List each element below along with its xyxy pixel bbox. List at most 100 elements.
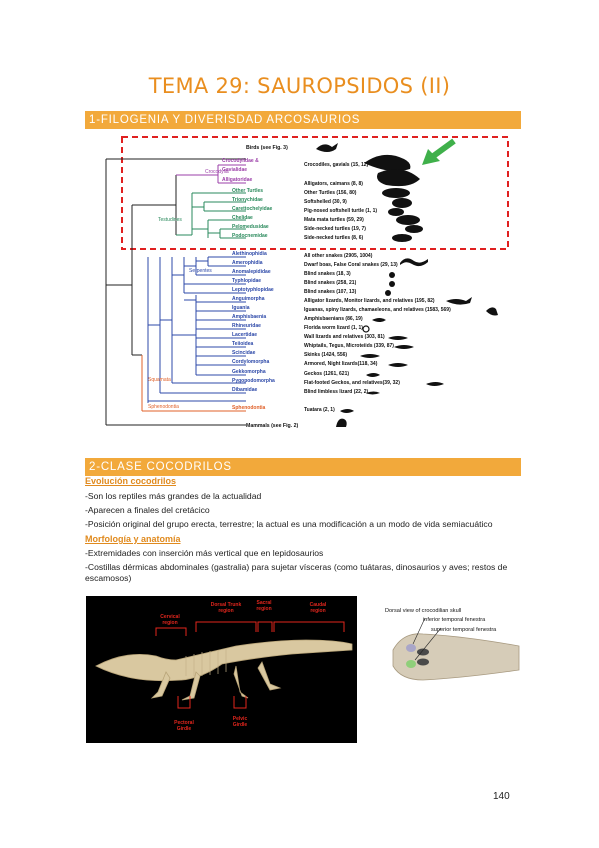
tuatara-silhouette-icon (340, 409, 354, 413)
leaf-label: Iguanas, spiny lizards, chamaeleons, and… (304, 307, 451, 313)
skull-label: inferior temporal fenestra (423, 617, 486, 623)
skeleton-label: region (256, 606, 271, 612)
family-label: Rhineuridae (232, 323, 261, 329)
leaf-label: Blind snakes (18, 3) (304, 271, 351, 277)
turtle-silhouette-icon (382, 188, 410, 198)
skull-label: superior temporal fenestra (431, 627, 497, 633)
leaf-label: Other Turtles (156, 80) (304, 190, 357, 196)
subheading-morfologia: Morfología y anatomía (85, 534, 181, 544)
lizard-silhouette-icon (388, 336, 408, 340)
family-label: Dibamidae (232, 387, 258, 393)
crocodile-skeleton-image: Cervical region Dorsal Trunk region Sacr… (86, 596, 357, 743)
lizard-silhouette-icon (446, 297, 472, 305)
leaf-label: Alligator lizards, Monitor lizards, and … (304, 298, 435, 304)
skull-caption: Dorsal view of crocodilian skull (385, 608, 461, 614)
leaf-label: Whiptails, Tegus, Microteiids (339, 87) (304, 343, 394, 349)
mammals-label: Mammals (see Fig. 2) (246, 423, 298, 429)
lizard-silhouette-icon (360, 354, 380, 358)
lizard-silhouette-icon (394, 345, 414, 349)
leaf-label: Mata mata turtles (59, 29) (304, 217, 364, 223)
turtle-silhouette-icon (405, 225, 423, 233)
family-label: Iguania (232, 305, 250, 311)
snake-silhouette-icon (385, 290, 391, 296)
leaf-label: Florida worm lizard (1, 1) (304, 325, 363, 331)
section-heading-filogenia: 1-FILOGENIA Y DIVERISDAD ARCOSAURIOS (85, 111, 521, 129)
text-line: -Aparecen a finales del cretácico (85, 505, 210, 515)
worm-lizard-icon (362, 325, 370, 333)
skeleton-label: Caudal (310, 602, 327, 608)
turtle-silhouette-icon (392, 198, 412, 208)
squamata-leaf-lines (172, 256, 246, 384)
family-label: Alligatoridae (222, 177, 253, 183)
family-label: Crocodylidae & (222, 158, 259, 164)
leaf-label: Geckos (1261, 621) (304, 371, 349, 377)
skeleton-label: region (310, 608, 325, 614)
text-line: -Son los reptiles más grandes de la actu… (85, 491, 262, 501)
leaf-label: Wall lizards and relatives (303, 81) (304, 334, 385, 340)
family-label: Chelidae (232, 215, 253, 221)
skeleton-label: region (218, 608, 233, 614)
skeleton-label: Pectoral (174, 720, 194, 726)
snake-silhouette-icon (400, 258, 428, 267)
skeleton-label: Girdle (177, 726, 192, 732)
crocodilian-skull-image: Dorsal view of crocodilian skull inferio… (363, 600, 521, 710)
lizard-silhouette-icon (372, 318, 386, 322)
leaf-label: Softshelled (30, 9) (304, 199, 347, 205)
leaf-label: Skinks (1424, 556) (304, 352, 347, 358)
family-label: Pygopodomorpha (232, 378, 275, 384)
leaf-label: Side-necked turtles (8, 6) (304, 235, 364, 241)
skeleton-label: Sacral (256, 600, 272, 606)
skeleton-label: region (162, 620, 177, 626)
text-line: -Posición original del grupo erecta, ter… (85, 519, 493, 529)
leaf-label: All other snakes (2905, 1004) (304, 253, 373, 259)
mammal-silhouette-icon (336, 418, 347, 427)
leaf-label: Blind limbless lizard (22, 2) (304, 389, 369, 395)
page-title: TEMA 29: SAUROPSIDOS (II) (148, 74, 451, 98)
family-label: Pelomedusidae (232, 224, 269, 230)
turtle-silhouette-icon (388, 208, 404, 216)
gecko-silhouette-icon (366, 373, 380, 377)
lizard-silhouette-icon (486, 307, 498, 316)
snake-silhouette-icon (389, 281, 395, 287)
family-label: Podocnemidae (232, 233, 268, 239)
section-heading-cocodrilos: 2-CLASE COCODRILOS (85, 458, 521, 476)
family-label: Other Turtles (232, 188, 263, 194)
testudines-group-label: Testudines (158, 217, 182, 223)
turtle-silhouette-icon (396, 215, 420, 225)
bird-silhouette-icon (316, 143, 338, 152)
leaf-label: Dwarf boas, False Coral snakes (29, 13) (304, 262, 398, 268)
family-label: Anguimorpha (232, 296, 265, 302)
family-label: Cordylomorpha (232, 359, 269, 365)
alligator-silhouette-icon (377, 169, 420, 187)
family-label: Sphenodontia (232, 405, 266, 411)
turtle-silhouette-icon (392, 234, 412, 242)
leaf-label: Blind snakes (107, 13) (304, 289, 357, 295)
leaf-label: Flat-footed Geckos, and relatives(39, 32… (304, 380, 400, 386)
leaf-label: Side-necked turtles (19, 7) (304, 226, 366, 232)
text-line: -Extremidades con inserción más vertical… (85, 548, 324, 558)
leaf-label: Alligators, caimans (8, 8) (304, 181, 363, 187)
leaf-label: Blind snakes (258, 21) (304, 280, 357, 286)
lizard-silhouette-icon (388, 363, 408, 367)
lizard-silhouette-icon (366, 391, 380, 395)
family-label: Lacertidae (232, 332, 257, 338)
leaf-label: Crocodiles, gavials (15, 12) (304, 162, 369, 168)
family-label: Anomalepididae (232, 269, 271, 275)
family-label: Leptotyphlopidae (232, 287, 274, 293)
family-label: Trionychidae (232, 197, 263, 203)
squamata-group-label: Squamata (148, 377, 171, 383)
family-label: Alethinophidia (232, 251, 267, 257)
serpentes-group-label: Serpentes (189, 268, 212, 274)
leaf-label: Tuatara (2, 1) (304, 407, 335, 413)
family-label: Teiioidea (232, 341, 254, 347)
family-label: Gavialidae (222, 167, 247, 173)
skeleton-label: Dorsal Trunk (211, 602, 242, 608)
family-label: Amerophidia (232, 260, 263, 266)
highlight-box (121, 136, 509, 250)
crocodylia-group-label: Crocodylia (205, 169, 229, 175)
leaf-label: Armored, Night lizards(118, 34) (304, 361, 378, 367)
phylogeny-figure: Birds (see Fig. 3) Crocodylia Testudines… (105, 136, 509, 429)
crocodile-silhouette-icon (364, 154, 411, 171)
skeleton-label: Girdle (233, 722, 248, 728)
subheading-evolucion: Evolución cocodrilos (85, 476, 177, 486)
